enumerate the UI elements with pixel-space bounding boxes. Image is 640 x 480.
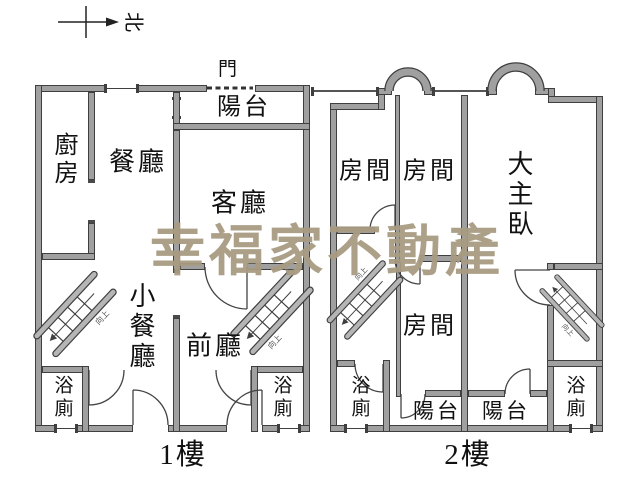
arch-window-icon bbox=[487, 62, 545, 92]
wall bbox=[173, 92, 180, 125]
wall bbox=[180, 263, 205, 270]
door-jamb bbox=[88, 180, 95, 183]
door-arc bbox=[215, 369, 252, 406]
wall bbox=[173, 318, 180, 432]
room-label-master: 大主臥 bbox=[504, 150, 533, 240]
wall bbox=[251, 366, 303, 373]
room-label-balcony-right-2f: 陽台 bbox=[482, 398, 530, 423]
room-label-kitchen: 廚房 bbox=[50, 132, 76, 188]
wall bbox=[547, 360, 603, 367]
wall bbox=[461, 95, 468, 432]
wall bbox=[468, 390, 505, 397]
window bbox=[569, 424, 593, 433]
wall bbox=[77, 425, 133, 432]
wall bbox=[424, 88, 433, 95]
room-label-balcony-left-2f: 陽台 bbox=[413, 398, 461, 423]
wall bbox=[592, 425, 603, 432]
door-arc bbox=[504, 368, 531, 395]
wall bbox=[138, 85, 207, 92]
wall bbox=[35, 85, 42, 432]
wall bbox=[35, 85, 105, 92]
watermark: 幸福家不動產 bbox=[150, 220, 505, 282]
door-arc bbox=[514, 269, 551, 306]
stairs-up-label: 向上 bbox=[265, 332, 283, 351]
fence-line bbox=[311, 86, 379, 96]
stairs-icon: 向上 bbox=[539, 274, 605, 342]
wall bbox=[337, 360, 355, 367]
wall bbox=[530, 390, 547, 397]
wall bbox=[173, 123, 310, 130]
room-label-room1: 房間 bbox=[339, 158, 393, 185]
window bbox=[104, 84, 139, 93]
wall bbox=[255, 85, 310, 92]
wall bbox=[251, 366, 258, 432]
wall bbox=[425, 390, 461, 397]
wall bbox=[330, 425, 345, 432]
wall bbox=[173, 130, 180, 270]
wall bbox=[82, 366, 89, 432]
wall bbox=[547, 263, 554, 270]
room-label-small-dining: 小餐廳 bbox=[126, 282, 155, 372]
wall bbox=[300, 425, 310, 432]
wall bbox=[262, 425, 278, 432]
room-label-bath-left-2f: 浴廁 bbox=[348, 375, 370, 421]
stairs-up-label: 向上 bbox=[560, 322, 576, 338]
room-label-bath-right-1f: 浴廁 bbox=[270, 375, 292, 421]
room-label-room2: 房間 bbox=[403, 158, 457, 185]
wall bbox=[488, 88, 497, 95]
floor2-caption: 2樓 bbox=[444, 439, 492, 471]
wall bbox=[367, 425, 570, 432]
window bbox=[344, 424, 368, 433]
wall bbox=[88, 92, 95, 180]
door-arc bbox=[88, 369, 125, 406]
room-label-dining: 餐廳 bbox=[108, 147, 168, 177]
stairs-icon: 向上 bbox=[33, 270, 117, 358]
wall bbox=[420, 255, 461, 262]
arch-window-icon bbox=[384, 67, 432, 92]
entry-door-label: 門 bbox=[217, 59, 241, 81]
room-label-front-hall: 前廳 bbox=[185, 331, 245, 361]
wall bbox=[330, 103, 383, 110]
wall bbox=[42, 253, 95, 260]
floor1-caption: 1樓 bbox=[159, 439, 207, 471]
compass-icon: 北 bbox=[58, 6, 145, 38]
door-arc bbox=[132, 389, 169, 426]
compass-north-label: 北 bbox=[122, 12, 145, 32]
wall bbox=[35, 425, 55, 432]
window bbox=[277, 424, 301, 433]
room-label-balcony-1f: 陽台 bbox=[217, 94, 271, 121]
wall bbox=[378, 88, 392, 95]
room-label-bath-left-1f: 浴廁 bbox=[51, 375, 73, 421]
stairs-up-label: 向上 bbox=[93, 308, 111, 327]
room-label-room3: 房間 bbox=[403, 313, 457, 340]
wall bbox=[168, 425, 227, 432]
wall bbox=[548, 96, 603, 103]
wall bbox=[554, 263, 603, 270]
window bbox=[54, 424, 78, 433]
fence-line bbox=[432, 86, 489, 96]
wall bbox=[383, 360, 390, 432]
wall bbox=[337, 227, 375, 234]
wall bbox=[547, 305, 554, 432]
room-label-living: 客廳 bbox=[210, 188, 270, 218]
door-jamb bbox=[173, 315, 180, 318]
door-jamb bbox=[173, 270, 180, 273]
room-label-bath-right-2f: 浴廁 bbox=[563, 375, 585, 421]
door-jamb bbox=[88, 220, 95, 223]
